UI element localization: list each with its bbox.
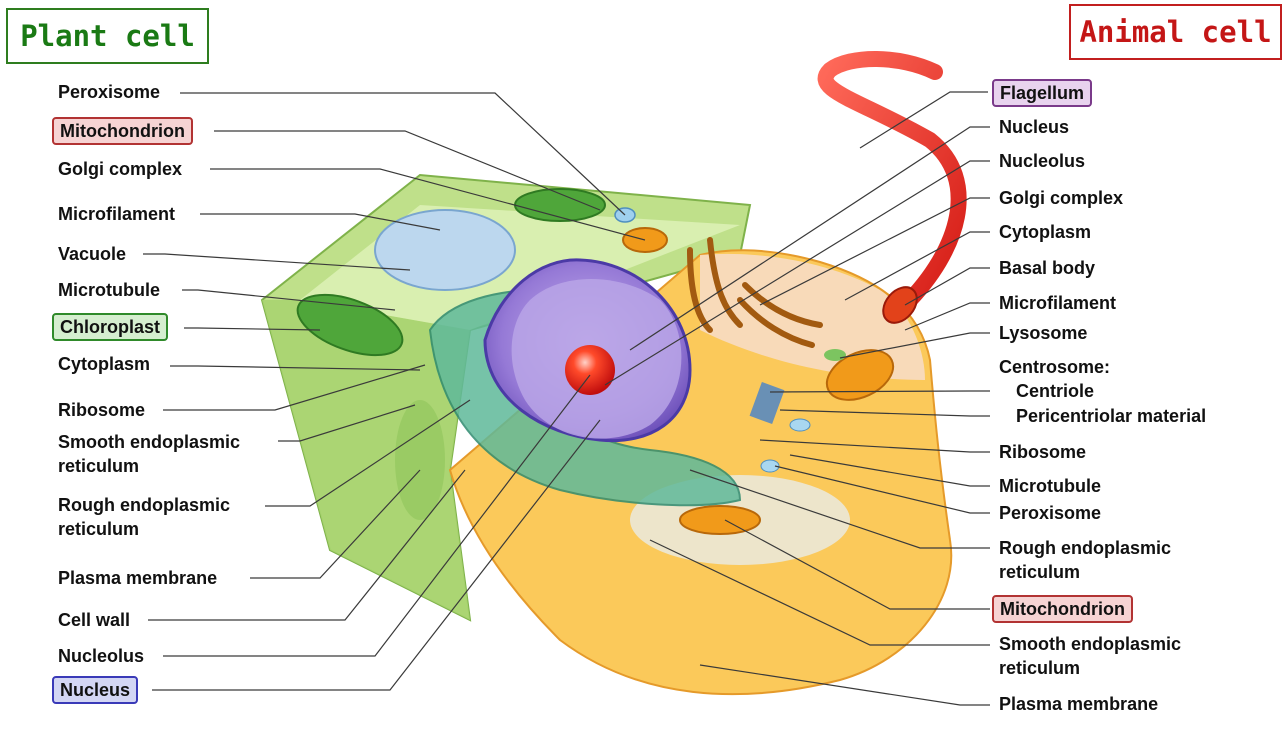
label-animal-nucleus: Nucleus bbox=[999, 117, 1070, 137]
label-plant-golgi-complex: Golgi complex bbox=[58, 159, 183, 179]
label-plant-chloroplast: Chloroplast bbox=[52, 313, 169, 341]
label-plant-nucleolus: Nucleolus bbox=[58, 646, 145, 666]
label-animal-rough-er: Rough endoplasmic reticulum bbox=[999, 538, 1172, 582]
label-animal-lysosome: Lysosome bbox=[999, 323, 1088, 343]
label-animal-ribosome: Ribosome bbox=[999, 442, 1087, 462]
label-animal-microtubule: Microtubule bbox=[999, 476, 1101, 496]
label-plant-nucleus: Nucleus bbox=[52, 676, 139, 704]
label-plant-peroxisome: Peroxisome bbox=[58, 82, 161, 102]
label-animal-golgi-complex: Golgi complex bbox=[999, 188, 1124, 208]
label-plant-smooth-er: Smooth endoplasmic reticulum bbox=[58, 432, 241, 476]
label-plant-cytoplasm: Cytoplasm bbox=[58, 354, 151, 374]
basal-body-shape bbox=[882, 286, 918, 324]
label-plant-ribosome: Ribosome bbox=[58, 400, 146, 420]
label-animal-smooth-er: Smooth endoplasmic reticulum bbox=[999, 634, 1182, 678]
label-plant-cell-wall: Cell wall bbox=[58, 610, 131, 630]
plant-cell-title: Plant cell bbox=[6, 8, 209, 64]
nucleolus-shape bbox=[565, 345, 615, 395]
label-plant-microtubule: Microtubule bbox=[58, 280, 160, 300]
label-plant-microfilament: Microfilament bbox=[58, 204, 176, 224]
label-plant-mitochondrion: Mitochondrion bbox=[52, 117, 193, 145]
label-animal-microfilament: Microfilament bbox=[999, 293, 1117, 313]
label-animal-cytoplasm: Cytoplasm bbox=[999, 222, 1092, 242]
label-animal-mitochondrion: Mitochondrion bbox=[992, 595, 1133, 623]
label-animal-centrosome: Centrosome: bbox=[999, 357, 1111, 377]
label-animal-nucleolus: Nucleolus bbox=[999, 151, 1086, 171]
label-animal-pericentriolar-material: Pericentriolar material bbox=[1016, 406, 1207, 426]
nucleus-shape bbox=[483, 258, 692, 443]
label-plant-rough-er: Rough endoplasmic reticulum bbox=[58, 495, 231, 539]
label-animal-peroxisome: Peroxisome bbox=[999, 503, 1102, 523]
flagellum-shape bbox=[817, 51, 967, 313]
label-animal-centriole: Centriole bbox=[1016, 381, 1095, 401]
animal-cell-title: Animal cell bbox=[1069, 4, 1282, 60]
label-animal-plasma-membrane: Plasma membrane bbox=[999, 694, 1159, 714]
label-plant-vacuole: Vacuole bbox=[58, 244, 127, 264]
golgi-shape bbox=[687, 237, 823, 348]
leader-lines bbox=[143, 91, 990, 706]
label-animal-flagellum: Flagellum bbox=[992, 79, 1093, 107]
label-animal-basal-body: Basal body bbox=[999, 258, 1096, 278]
label-plant-plasma-membrane: Plasma membrane bbox=[58, 568, 218, 588]
